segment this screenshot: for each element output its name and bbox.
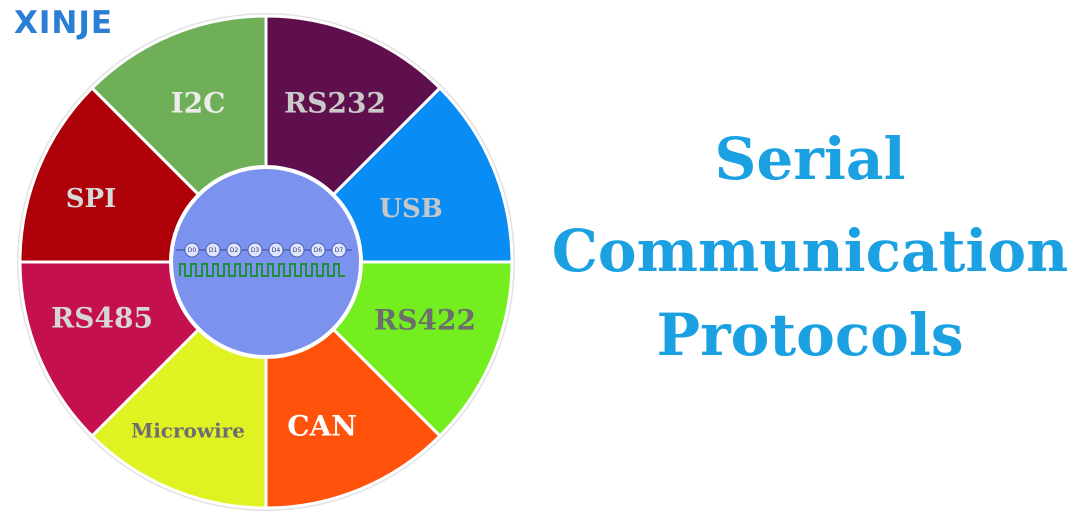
bit-bubble-d4 xyxy=(268,242,284,258)
bit-label-d0: D0 xyxy=(188,247,197,254)
bit-bubble-d3 xyxy=(247,242,263,258)
bit-bubble-d2 xyxy=(226,242,242,258)
segment-label-spi: SPI xyxy=(66,184,117,214)
bit-label-d7: D7 xyxy=(335,247,344,254)
segment-label-rs485: RS485 xyxy=(51,302,153,335)
xinje-logo: XINJE xyxy=(14,5,114,41)
headline-line-1: Serial xyxy=(714,125,906,193)
bit-label-d2: D2 xyxy=(230,247,239,254)
headline-line-3: Protocols xyxy=(656,301,964,369)
bit-label-d6: D6 xyxy=(314,247,323,254)
hub-circle xyxy=(169,165,363,359)
clock-square-wave xyxy=(179,263,345,277)
bit-bubble-d0 xyxy=(184,242,200,258)
segment-label-can: CAN xyxy=(287,410,357,443)
bit-label-d5: D5 xyxy=(293,247,302,254)
bit-bubble-d7 xyxy=(331,242,347,258)
bit-bubble-d6 xyxy=(310,242,326,258)
segment-label-usb: USB xyxy=(379,194,442,224)
segment-label-rs232: RS232 xyxy=(284,87,386,120)
segment-label-i2c: I2C xyxy=(171,87,226,120)
bit-bubble-d1 xyxy=(205,242,221,258)
headline-line-2: Communication xyxy=(551,217,1069,285)
bit-label-d1: D1 xyxy=(209,247,218,254)
hub-signal-diagram: D0 D1 D2 D3 D4 D5 D6 D7 xyxy=(176,242,352,277)
bit-label-d3: D3 xyxy=(251,247,260,254)
bit-label-d4: D4 xyxy=(272,247,281,254)
segment-label-microwire: Microwire xyxy=(131,419,245,443)
segment-label-rs422: RS422 xyxy=(374,304,476,337)
bit-bubble-d5 xyxy=(289,242,305,258)
